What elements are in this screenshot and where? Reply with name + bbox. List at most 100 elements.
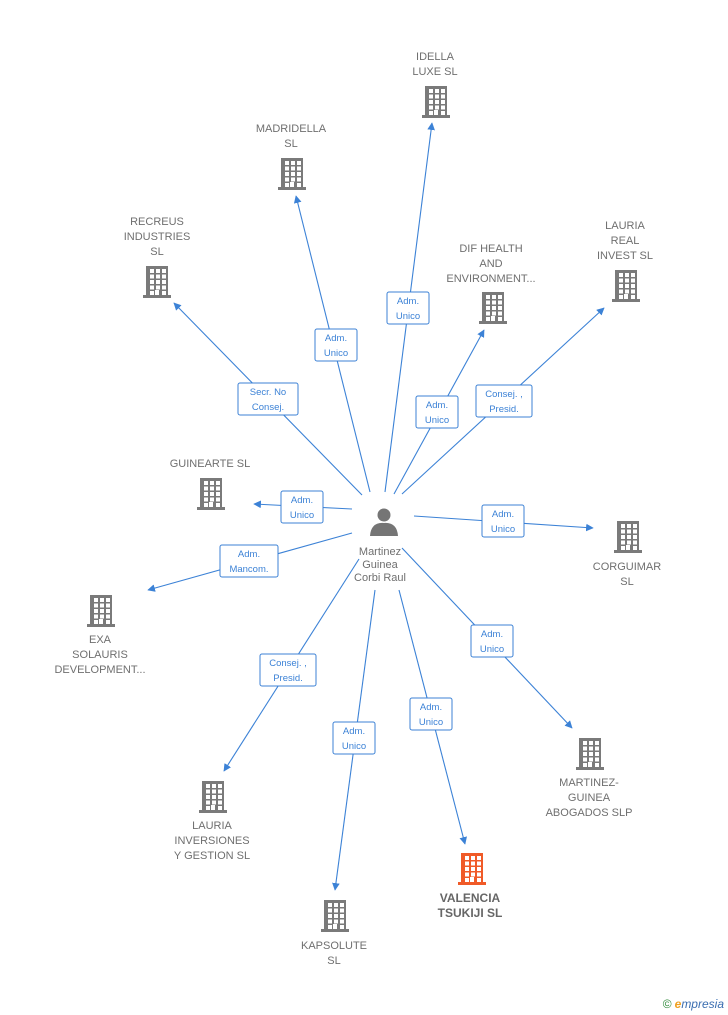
role-badge-guinearte[interactable]: Adm. Unico xyxy=(280,490,324,524)
role-text: Unico xyxy=(491,524,515,535)
company-label-line: GUINEA xyxy=(568,792,611,804)
role-text: Secr. No xyxy=(250,387,286,398)
building-icon xyxy=(278,158,306,190)
company-label-line: LUXE SL xyxy=(412,66,457,78)
company-label-line: EXA xyxy=(89,634,112,646)
company-node-lauria-real[interactable]: LAURIA REAL INVEST SL xyxy=(597,220,653,302)
role-badge-valencia[interactable]: Adm. Unico xyxy=(409,697,453,731)
role-badge-corguimar[interactable]: Adm. Unico xyxy=(481,504,525,538)
role-text: Adm. xyxy=(325,333,347,344)
role-text: Adm. xyxy=(291,495,313,506)
role-text: Adm. xyxy=(420,702,442,713)
company-label-line: REAL xyxy=(611,235,640,247)
company-label-line: CORGUIMAR xyxy=(593,561,662,573)
company-node-martinez-guinea[interactable]: MARTINEZ- GUINEA ABOGADOS SLP xyxy=(546,738,633,819)
company-label-line: LAURIA xyxy=(192,820,232,832)
role-text: Unico xyxy=(425,415,449,426)
role-text: Mancom. xyxy=(229,564,268,575)
role-badge-madridella[interactable]: Adm. Unico xyxy=(314,328,358,362)
company-label-line: GUINEARTE SL xyxy=(170,458,251,470)
company-label-line: KAPSOLUTE xyxy=(301,940,367,952)
company-label-line: IDELLA xyxy=(416,51,455,63)
role-text: Unico xyxy=(324,348,348,359)
company-label-line: INVEST SL xyxy=(597,250,653,262)
company-label-line: VALENCIA xyxy=(440,891,501,905)
company-label-line: RECREUS xyxy=(130,216,184,228)
company-node-idella[interactable]: IDELLA LUXE SL xyxy=(412,51,458,118)
role-text: Consej. xyxy=(252,402,284,413)
role-badge-exa[interactable]: Adm. Mancom. xyxy=(219,544,279,578)
role-text: Adm. xyxy=(481,629,503,640)
role-text: Adm. xyxy=(343,726,365,737)
role-text: Adm. xyxy=(397,296,419,307)
company-label-line: DIF HEALTH xyxy=(459,243,522,255)
company-label-line: DEVELOPMENT... xyxy=(54,664,145,676)
company-label-line: INDUSTRIES xyxy=(124,231,191,243)
person-name-line: Guinea xyxy=(362,559,398,571)
role-text: Presid. xyxy=(273,673,303,684)
company-node-exa[interactable]: EXA SOLAURIS DEVELOPMENT... xyxy=(54,595,146,676)
company-label-line: SL xyxy=(284,138,297,150)
company-node-dif-health[interactable]: DIF HEALTH AND ENVIRONMENT... xyxy=(446,243,536,324)
company-node-corguimar[interactable]: CORGUIMAR SL xyxy=(593,521,662,588)
role-text: Consej. , xyxy=(485,389,523,400)
role-badge-recreus[interactable]: Secr. No Consej. xyxy=(237,382,299,416)
role-text: Adm. xyxy=(492,509,514,520)
company-label-line: MADRIDELLA xyxy=(256,123,327,135)
role-text: Unico xyxy=(290,510,314,521)
building-icon xyxy=(458,853,486,885)
building-icon xyxy=(422,86,450,118)
role-text: Unico xyxy=(342,741,366,752)
person-name-line: Corbi Raul xyxy=(354,572,406,584)
building-icon xyxy=(197,478,225,510)
company-label-line: INVERSIONES xyxy=(174,835,249,847)
company-node-lauria-inv[interactable]: LAURIA INVERSIONES Y GESTION SL xyxy=(174,781,250,862)
company-node-kapsolute[interactable]: KAPSOLUTE SL xyxy=(301,900,367,967)
company-label-line: LAURIA xyxy=(605,220,645,232)
nodes-layer: IDELLA LUXE SL MADRIDELLA SL RECREUS INDUSTRI… xyxy=(54,51,661,967)
building-icon xyxy=(321,900,349,932)
brand-logo-e: e xyxy=(674,997,682,1011)
role-badge-kapsolute[interactable]: Adm. Unico xyxy=(332,721,376,755)
role-text: Consej. , xyxy=(269,658,307,669)
role-text: Adm. xyxy=(238,549,260,560)
role-text: Unico xyxy=(419,717,443,728)
copyright-icon: © xyxy=(662,997,672,1011)
building-icon xyxy=(199,781,227,813)
company-label-line: ABOGADOS SLP xyxy=(546,807,633,819)
person-name-line: Martinez xyxy=(359,546,401,558)
building-icon xyxy=(87,595,115,627)
company-label-line: SL xyxy=(620,576,633,588)
company-label-line: SOLAURIS xyxy=(72,649,128,661)
company-label-line: SL xyxy=(150,246,163,258)
company-node-guinearte[interactable]: GUINEARTE SL xyxy=(170,458,251,510)
role-badge-lauria-inv[interactable]: Consej. , Presid. xyxy=(259,653,317,687)
company-node-madridella[interactable]: MADRIDELLA SL xyxy=(256,123,327,190)
company-label-line: TSUKIJI SL xyxy=(438,906,503,920)
role-text: Unico xyxy=(396,311,420,322)
company-label-line: ENVIRONMENT... xyxy=(446,273,535,285)
building-icon xyxy=(479,292,507,324)
building-icon xyxy=(612,270,640,302)
company-label-line: AND xyxy=(479,258,502,270)
role-text: Unico xyxy=(480,644,504,655)
company-label-line: MARTINEZ- xyxy=(559,777,619,789)
role-text: Adm. xyxy=(426,400,448,411)
building-icon xyxy=(614,521,642,553)
role-text: Presid. xyxy=(489,404,519,415)
building-icon xyxy=(143,266,171,298)
role-badge-martinez-guinea[interactable]: Adm. Unico xyxy=(470,624,514,658)
company-label-line: Y GESTION SL xyxy=(174,850,250,862)
role-badge-dif-health[interactable]: Adm. Unico xyxy=(415,395,459,429)
company-label-line: SL xyxy=(327,955,340,967)
role-badge-lauria-real[interactable]: Consej. , Presid. xyxy=(475,384,533,418)
person-icon xyxy=(370,508,398,536)
brand-footer[interactable]: ©empresia xyxy=(663,997,724,1011)
building-icon xyxy=(576,738,604,770)
role-badge-idella[interactable]: Adm. Unico xyxy=(386,291,430,325)
company-node-recreus[interactable]: RECREUS INDUSTRIES SL xyxy=(124,216,191,298)
